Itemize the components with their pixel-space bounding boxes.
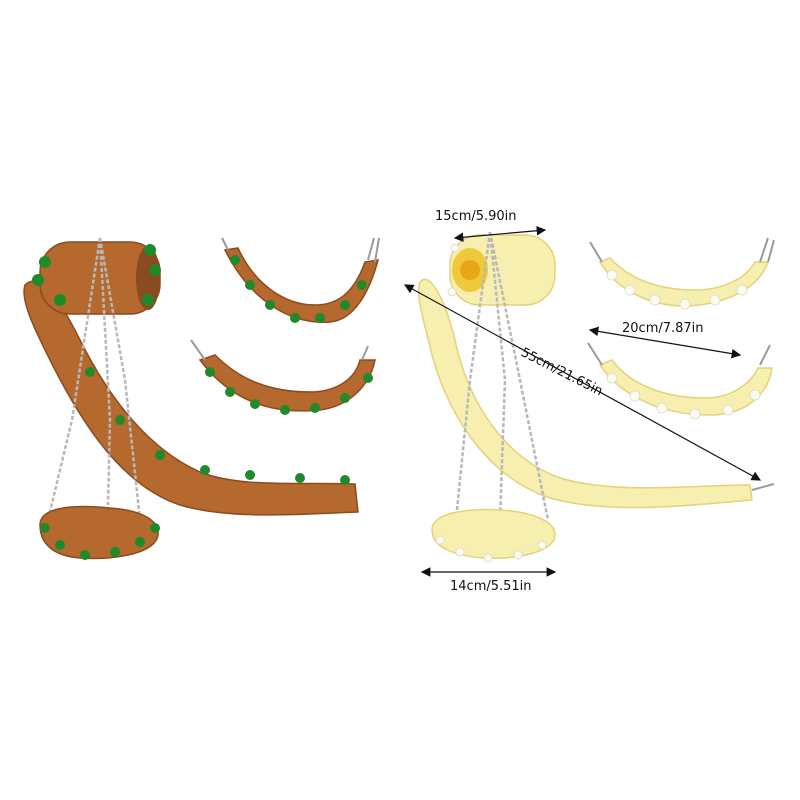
dimension-basket: 14cm/5.51in <box>420 567 557 594</box>
brown-pompoms <box>32 244 373 560</box>
brown-hammock-top <box>223 247 380 323</box>
dimension-tunnel: 15cm/5.90in <box>435 209 547 243</box>
brown-hammock-bottom <box>198 354 376 412</box>
dimension-label-tunnel: 15cm/5.90in <box>435 209 517 224</box>
dimension-label-basket: 14cm/5.51in <box>450 579 532 594</box>
brown-hooks <box>190 237 380 361</box>
dimension-label-ladder: 55cm/21.65in <box>518 345 605 399</box>
brown-set <box>23 237 380 560</box>
dimension-label-hammock: 20cm/7.87in <box>622 321 704 336</box>
brown-basket <box>39 505 159 560</box>
yellow-basket <box>431 508 556 560</box>
brown-tunnel <box>39 241 161 315</box>
brown-chains <box>46 237 142 521</box>
dimension-hammock: 20cm/7.87in <box>588 321 742 359</box>
